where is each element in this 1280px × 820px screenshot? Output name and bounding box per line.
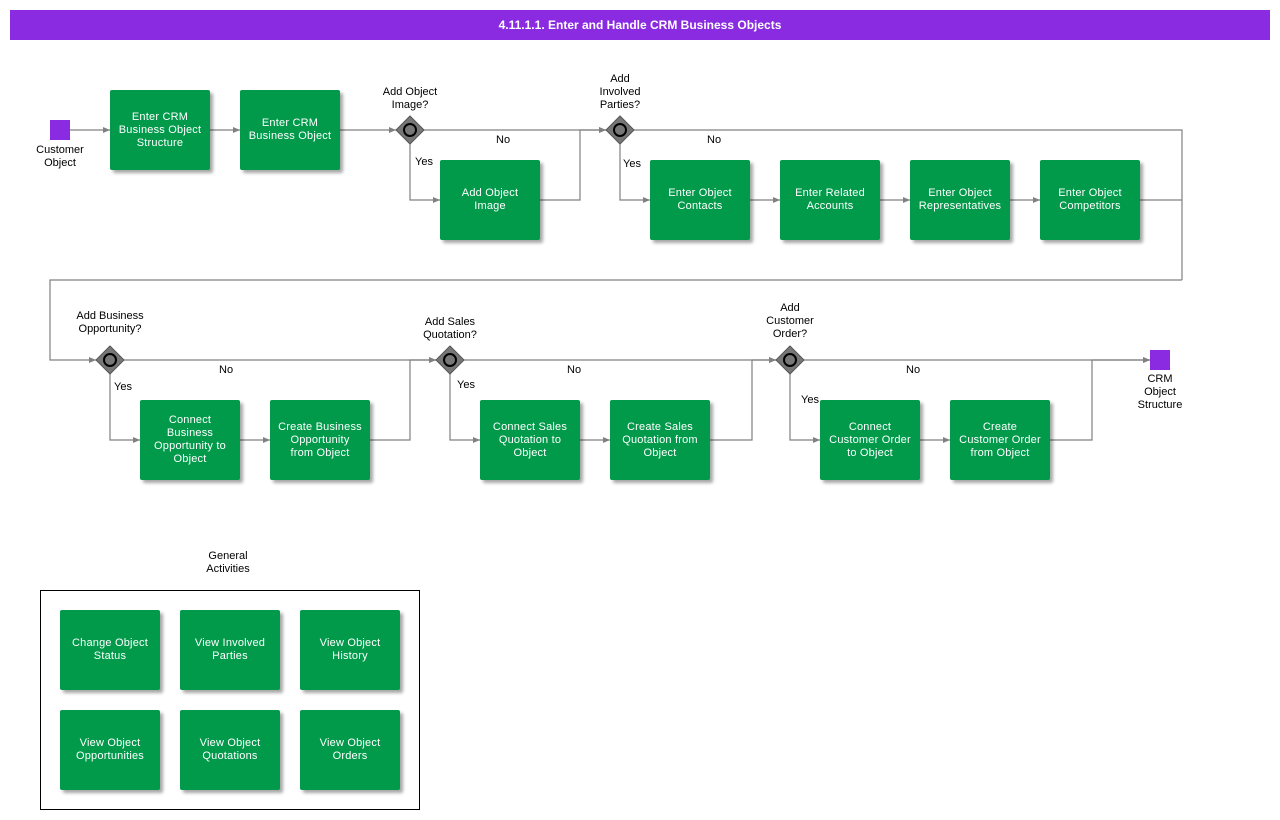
task-connect-business-opportunity[interactable]: Connect Business Opportunity to Object (140, 400, 240, 480)
flow-label-no: No (567, 364, 582, 376)
end-event[interactable] (1150, 350, 1170, 370)
task-enter-object-representatives[interactable]: Enter Object Representatives (910, 160, 1010, 240)
flow-image-to-g2 (540, 127, 606, 201)
start-event-label: Customer Object (36, 144, 84, 169)
end-event-label: CRM Object Structure (1137, 373, 1183, 411)
gateway-add-order-label: Add Customer Order? (766, 302, 814, 340)
task-create-customer-order[interactable]: Create Customer Order from Object (950, 400, 1050, 480)
task-enter-object-contacts[interactable]: Enter Object Contacts (650, 160, 750, 240)
gateway-add-quotation-label: Add Sales Quotation? (423, 316, 477, 341)
diagram-title: 4.11.1.1. Enter and Handle CRM Business … (10, 10, 1270, 40)
task-view-object-history[interactable]: View Object History (300, 610, 400, 690)
flow-g4-yes (449, 374, 480, 443)
flow-label-yes: Yes (415, 156, 433, 168)
gateway-add-quotation[interactable] (435, 345, 465, 375)
flow-label-yes: Yes (114, 381, 132, 393)
flow-label-no: No (906, 364, 921, 376)
flow-g2-no (634, 129, 1183, 280)
flow-wrap-to-g3 (49, 279, 1182, 363)
gateway-add-order[interactable] (775, 345, 805, 375)
flow-label-no: No (219, 364, 234, 376)
flow-label-yes: Yes (623, 158, 641, 170)
flow-label-yes: Yes (457, 379, 475, 391)
flow-g2-yes (619, 144, 650, 203)
gateway-add-opportunity[interactable] (95, 345, 125, 375)
gateway-add-opportunity-label: Add Business Opportunity? (76, 310, 144, 335)
task-create-business-opportunity[interactable]: Create Business Opportunity from Object (270, 400, 370, 480)
task-view-involved-parties[interactable]: View Involved Parties (180, 610, 280, 690)
task-create-sales-quotation[interactable]: Create Sales Quotation from Object (610, 400, 710, 480)
flow-label-no: No (496, 134, 511, 146)
flow-label-no: No (707, 134, 722, 146)
group-title: General Activities (206, 550, 250, 575)
gateway-add-parties-label: Add Involved Parties? (599, 73, 641, 111)
task-enter-crm-business-object-structure[interactable]: Enter CRM Business Object Structure (110, 90, 210, 170)
flow-create-order-to-end (1050, 357, 1150, 441)
task-view-object-orders[interactable]: View Object Orders (300, 710, 400, 790)
task-view-object-quotations[interactable]: View Object Quotations (180, 710, 280, 790)
task-enter-crm-business-object[interactable]: Enter CRM Business Object (240, 90, 340, 170)
task-enter-object-competitors[interactable]: Enter Object Competitors (1040, 160, 1140, 240)
flow-g3-yes (109, 374, 140, 443)
start-event[interactable] (50, 120, 70, 140)
flow-create-opp-to-g4 (370, 357, 436, 441)
flow-label-yes: Yes (801, 394, 819, 406)
task-add-object-image[interactable]: Add Object Image (440, 160, 540, 240)
general-activities-group (40, 590, 420, 810)
gateway-add-image[interactable] (395, 115, 425, 145)
task-connect-sales-quotation[interactable]: Connect Sales Quotation to Object (480, 400, 580, 480)
flow-create-quote-to-g5 (710, 357, 776, 441)
gateway-add-parties[interactable] (605, 115, 635, 145)
flow-g1-yes (409, 144, 440, 203)
task-change-object-status[interactable]: Change Object Status (60, 610, 160, 690)
task-enter-related-accounts[interactable]: Enter Related Accounts (780, 160, 880, 240)
flow-g5-yes (789, 374, 820, 443)
task-connect-customer-order[interactable]: Connect Customer Order to Object (820, 400, 920, 480)
gateway-add-image-label: Add Object Image? (382, 86, 438, 111)
task-view-object-opportunities[interactable]: View Object Opportunities (60, 710, 160, 790)
